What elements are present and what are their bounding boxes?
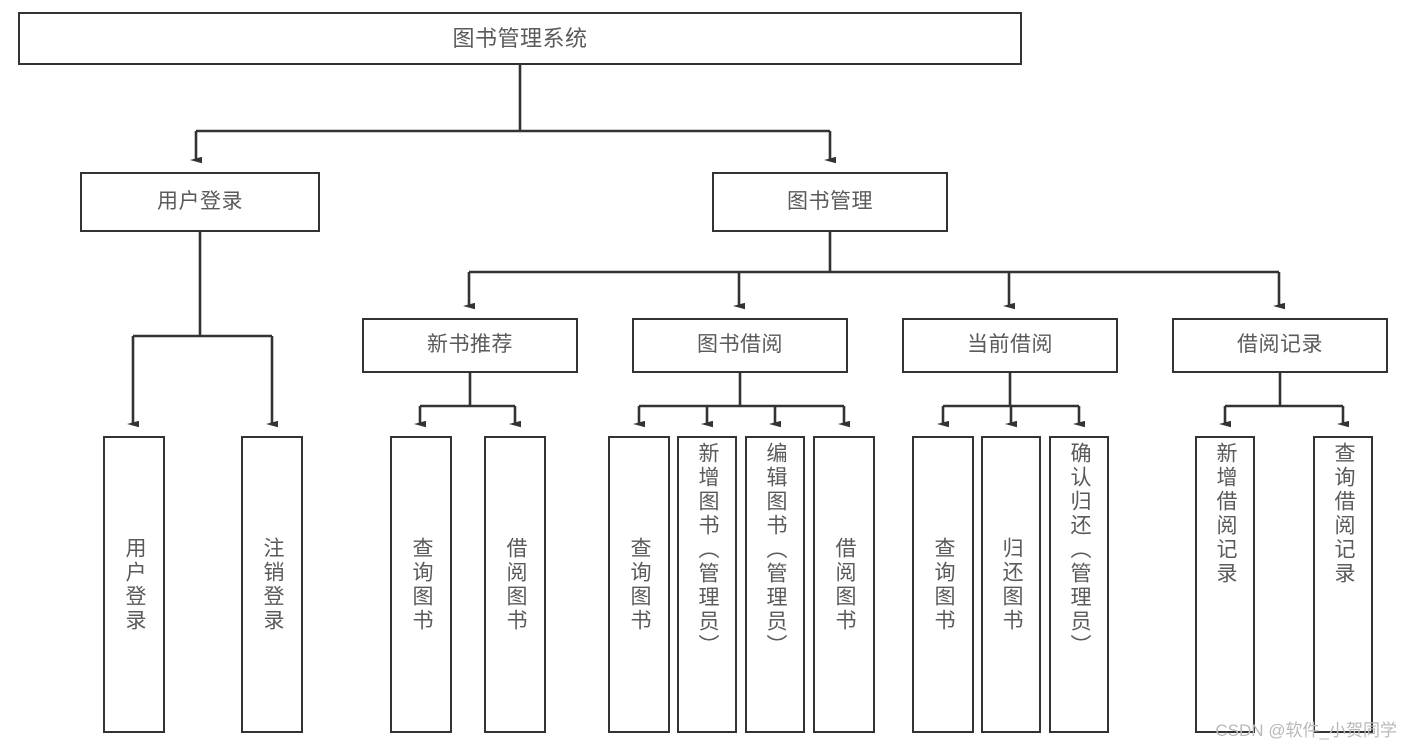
node-leaf-query-book-2-label: 查询图书 (628, 536, 652, 633)
node-new-book-recommend-label: 新书推荐 (427, 333, 513, 357)
node-root[interactable]: 图书管理系统 (18, 12, 1022, 65)
node-book-manage[interactable]: 图书管理 (712, 172, 948, 232)
node-leaf-edit-book[interactable]: 编辑图书（管理员） (745, 436, 805, 733)
node-root-label: 图书管理系统 (452, 25, 588, 51)
node-book-borrow[interactable]: 图书借阅 (632, 318, 848, 373)
node-user-login-label: 用户登录 (157, 189, 243, 213)
node-leaf-borrow-book-1-label: 借阅图书 (504, 536, 528, 633)
node-leaf-query-book-1[interactable]: 查询图书 (390, 436, 452, 733)
node-leaf-add-borrow-record[interactable]: 新增借阅记录 (1195, 436, 1255, 733)
node-leaf-query-borrow-record[interactable]: 查询借阅记录 (1313, 436, 1373, 733)
node-leaf-return-book-label: 归还图书 (1000, 536, 1024, 633)
node-leaf-query-borrow-record-label: 查询借阅记录 (1332, 442, 1356, 586)
node-book-borrow-label: 图书借阅 (697, 333, 783, 357)
node-leaf-confirm-return-label: 确认归还（管理员） (1068, 442, 1092, 658)
node-leaf-borrow-book-1[interactable]: 借阅图书 (484, 436, 546, 733)
node-leaf-query-book-2[interactable]: 查询图书 (608, 436, 670, 733)
node-leaf-user-login[interactable]: 用户登录 (103, 436, 165, 733)
node-borrow-record[interactable]: 借阅记录 (1172, 318, 1388, 373)
node-leaf-logout[interactable]: 注销登录 (241, 436, 303, 733)
node-user-login[interactable]: 用户登录 (80, 172, 320, 232)
node-leaf-query-book-3[interactable]: 查询图书 (912, 436, 974, 733)
node-current-borrow-label: 当前借阅 (967, 333, 1053, 357)
node-current-borrow[interactable]: 当前借阅 (902, 318, 1118, 373)
node-book-manage-label: 图书管理 (787, 189, 873, 213)
node-leaf-add-borrow-record-label: 新增借阅记录 (1214, 442, 1238, 586)
csdn-watermark: CSDN @软件_小贺同学 (1215, 721, 1397, 740)
node-new-book-recommend[interactable]: 新书推荐 (362, 318, 578, 373)
node-leaf-user-login-label: 用户登录 (123, 536, 147, 633)
node-leaf-borrow-book-2[interactable]: 借阅图书 (813, 436, 875, 733)
node-borrow-record-label: 借阅记录 (1237, 333, 1323, 357)
node-leaf-return-book[interactable]: 归还图书 (981, 436, 1041, 733)
node-leaf-add-book[interactable]: 新增图书（管理员） (677, 436, 737, 733)
node-leaf-edit-book-label: 编辑图书（管理员） (764, 442, 788, 658)
node-leaf-add-book-label: 新增图书（管理员） (696, 442, 720, 658)
node-leaf-query-book-1-label: 查询图书 (410, 536, 434, 633)
node-leaf-query-book-3-label: 查询图书 (932, 536, 956, 633)
node-leaf-borrow-book-2-label: 借阅图书 (833, 536, 857, 633)
node-leaf-logout-label: 注销登录 (261, 536, 285, 633)
node-leaf-confirm-return[interactable]: 确认归还（管理员） (1049, 436, 1109, 733)
